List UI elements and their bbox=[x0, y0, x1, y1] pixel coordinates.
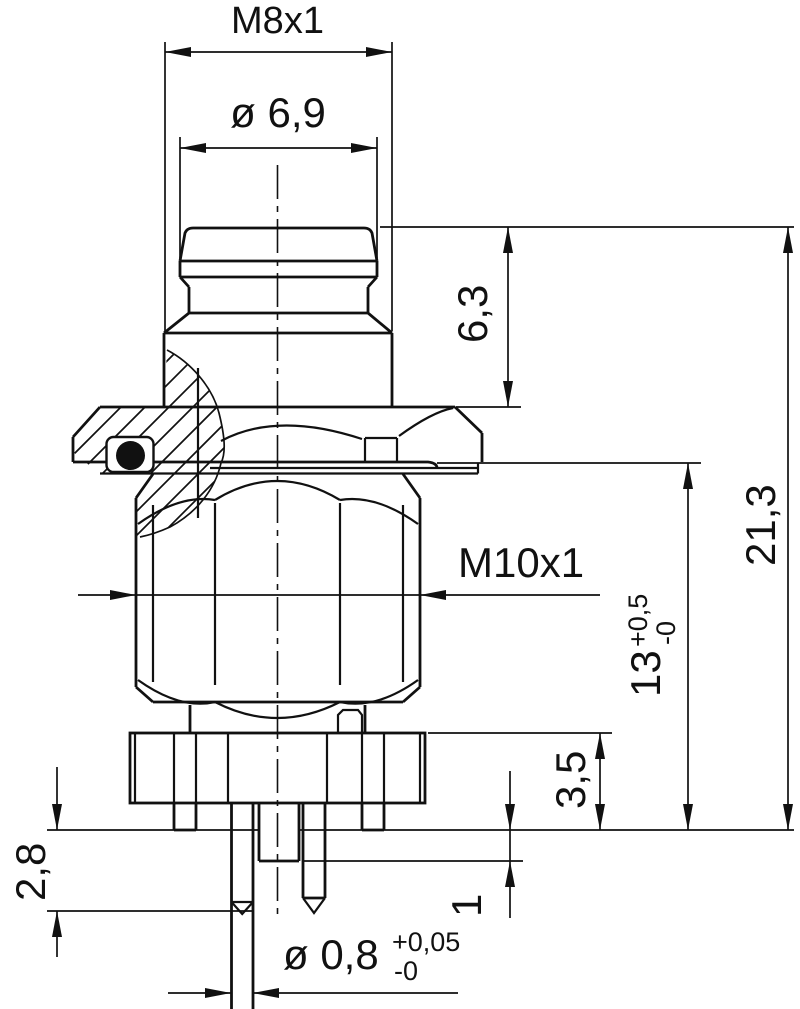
arrowhead bbox=[595, 804, 605, 830]
arrowhead bbox=[683, 463, 693, 489]
arrowhead bbox=[505, 804, 515, 830]
arrowhead bbox=[420, 590, 446, 600]
arrowhead bbox=[253, 988, 279, 998]
flange-neck bbox=[188, 705, 367, 733]
dim-pin-diameter-tol-plus: +0,05 bbox=[392, 927, 460, 957]
arrowhead bbox=[503, 227, 513, 253]
dimension-flange-height: 3,5 bbox=[428, 732, 612, 830]
arrowhead bbox=[783, 227, 793, 253]
arrowhead bbox=[366, 47, 392, 57]
dim-m8-thread-label: M8x1 bbox=[231, 0, 324, 42]
coupling-nut bbox=[71, 368, 484, 518]
arrowhead bbox=[503, 381, 513, 407]
dimension-plug-height: 6,3 bbox=[380, 226, 794, 408]
mounting-tab-left bbox=[172, 803, 198, 832]
dimension-pin-protrusion: 2,8 bbox=[7, 767, 253, 957]
dimension-top-diameter: ø 6,9 bbox=[179, 89, 378, 258]
contact-pin-left bbox=[230, 803, 255, 1009]
arrowhead bbox=[165, 47, 191, 57]
dimension-m10-thread: M10x1 bbox=[78, 539, 600, 600]
dimension-mounting-height: 13 +0,5 -0 bbox=[437, 462, 701, 830]
dim-top-diameter-label: ø 6,9 bbox=[230, 89, 326, 136]
m8-plug bbox=[162, 226, 394, 406]
dim-mounting-height-tol-plus: +0,5 bbox=[623, 594, 653, 647]
arrowhead bbox=[110, 590, 136, 600]
arrowhead bbox=[351, 143, 377, 153]
dim-pin-diameter-label: ø 0,8 bbox=[283, 931, 379, 978]
arrowhead bbox=[683, 804, 693, 830]
dim-plug-height-label: 6,3 bbox=[449, 285, 496, 343]
dim-m10-thread-label: M10x1 bbox=[458, 539, 584, 586]
dim-mounting-height-label: 13 bbox=[622, 650, 669, 697]
arrowhead bbox=[52, 911, 62, 937]
dim-pin-diameter-tol-minus: -0 bbox=[394, 956, 418, 986]
dimension-boss-protrusion: 1 bbox=[302, 771, 523, 918]
mounting-tab-right bbox=[360, 803, 386, 832]
anti-rotation-tab bbox=[336, 708, 364, 733]
dim-flange-height-label: 3,5 bbox=[547, 751, 594, 809]
seal-washer bbox=[100, 463, 480, 475]
o-ring bbox=[116, 441, 145, 470]
contact-pin-right bbox=[301, 803, 327, 915]
dimension-pin-diameter: ø 0,8 +0,05 -0 bbox=[168, 927, 460, 998]
arrowhead bbox=[505, 861, 515, 887]
arrowhead bbox=[52, 804, 62, 830]
dimension-m8-thread: M8x1 bbox=[164, 0, 393, 331]
dim-overall-height-label: 21,3 bbox=[737, 484, 784, 566]
dim-pin-protrusion-label: 2,8 bbox=[7, 843, 54, 901]
dim-mounting-height-tol-minus: -0 bbox=[651, 621, 681, 645]
arrowhead bbox=[783, 804, 793, 830]
insulator-boss bbox=[257, 803, 301, 863]
arrowhead bbox=[180, 143, 206, 153]
dim-boss-protrusion-label: 1 bbox=[443, 894, 490, 917]
dimension-overall-height: 21,3 bbox=[737, 227, 793, 830]
arrowhead bbox=[595, 733, 605, 759]
arrowhead bbox=[205, 988, 231, 998]
